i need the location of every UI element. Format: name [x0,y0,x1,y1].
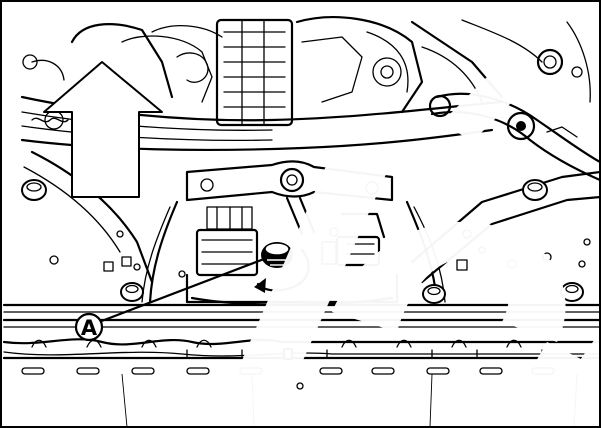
arrow-up-icon [43,61,163,198]
watermark [213,62,599,426]
callout-a: A [74,257,266,342]
callout-label: A [81,316,98,340]
upper-engine-components [31,16,591,127]
